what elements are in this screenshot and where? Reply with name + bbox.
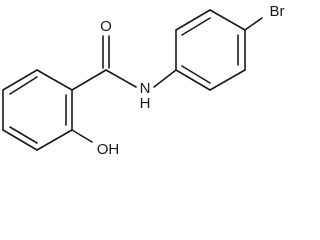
ring1-double-bond	[9, 76, 38, 95]
ring2-bond	[175, 9, 211, 31]
bromine-label: Br	[270, 3, 285, 20]
ring2-double-bond	[181, 17, 211, 36]
carbonyl-oxygen-label: O	[100, 18, 112, 35]
chemical-structure-diagram: O N H Br OH	[2, 3, 285, 158]
carbonyl-to-nitrogen-bond	[105, 69, 137, 88]
nitrogen-to-ring-bond	[153, 69, 177, 88]
amide-nitrogen-label: N	[140, 80, 151, 97]
ring1-bond	[2, 129, 38, 151]
ring2-double-bond	[181, 65, 211, 84]
hydroxyl-bond	[71, 129, 93, 143]
hydroxyl-label: OH	[97, 141, 120, 158]
ring1-double-bond	[9, 126, 38, 144]
ring2-bond	[175, 69, 211, 91]
amide-hydrogen-label: H	[140, 95, 151, 112]
ring1-bond	[36, 69, 73, 91]
hydroxyphenyl-ring	[2, 69, 73, 151]
ring1-bond	[2, 69, 38, 91]
bromine-bond	[244, 17, 263, 31]
ring1-bond	[36, 129, 73, 151]
ring-to-carbonyl-bond	[71, 69, 107, 91]
ring2-bond	[209, 69, 246, 91]
bromophenyl-ring	[175, 9, 246, 91]
ring2-bond	[209, 9, 246, 31]
